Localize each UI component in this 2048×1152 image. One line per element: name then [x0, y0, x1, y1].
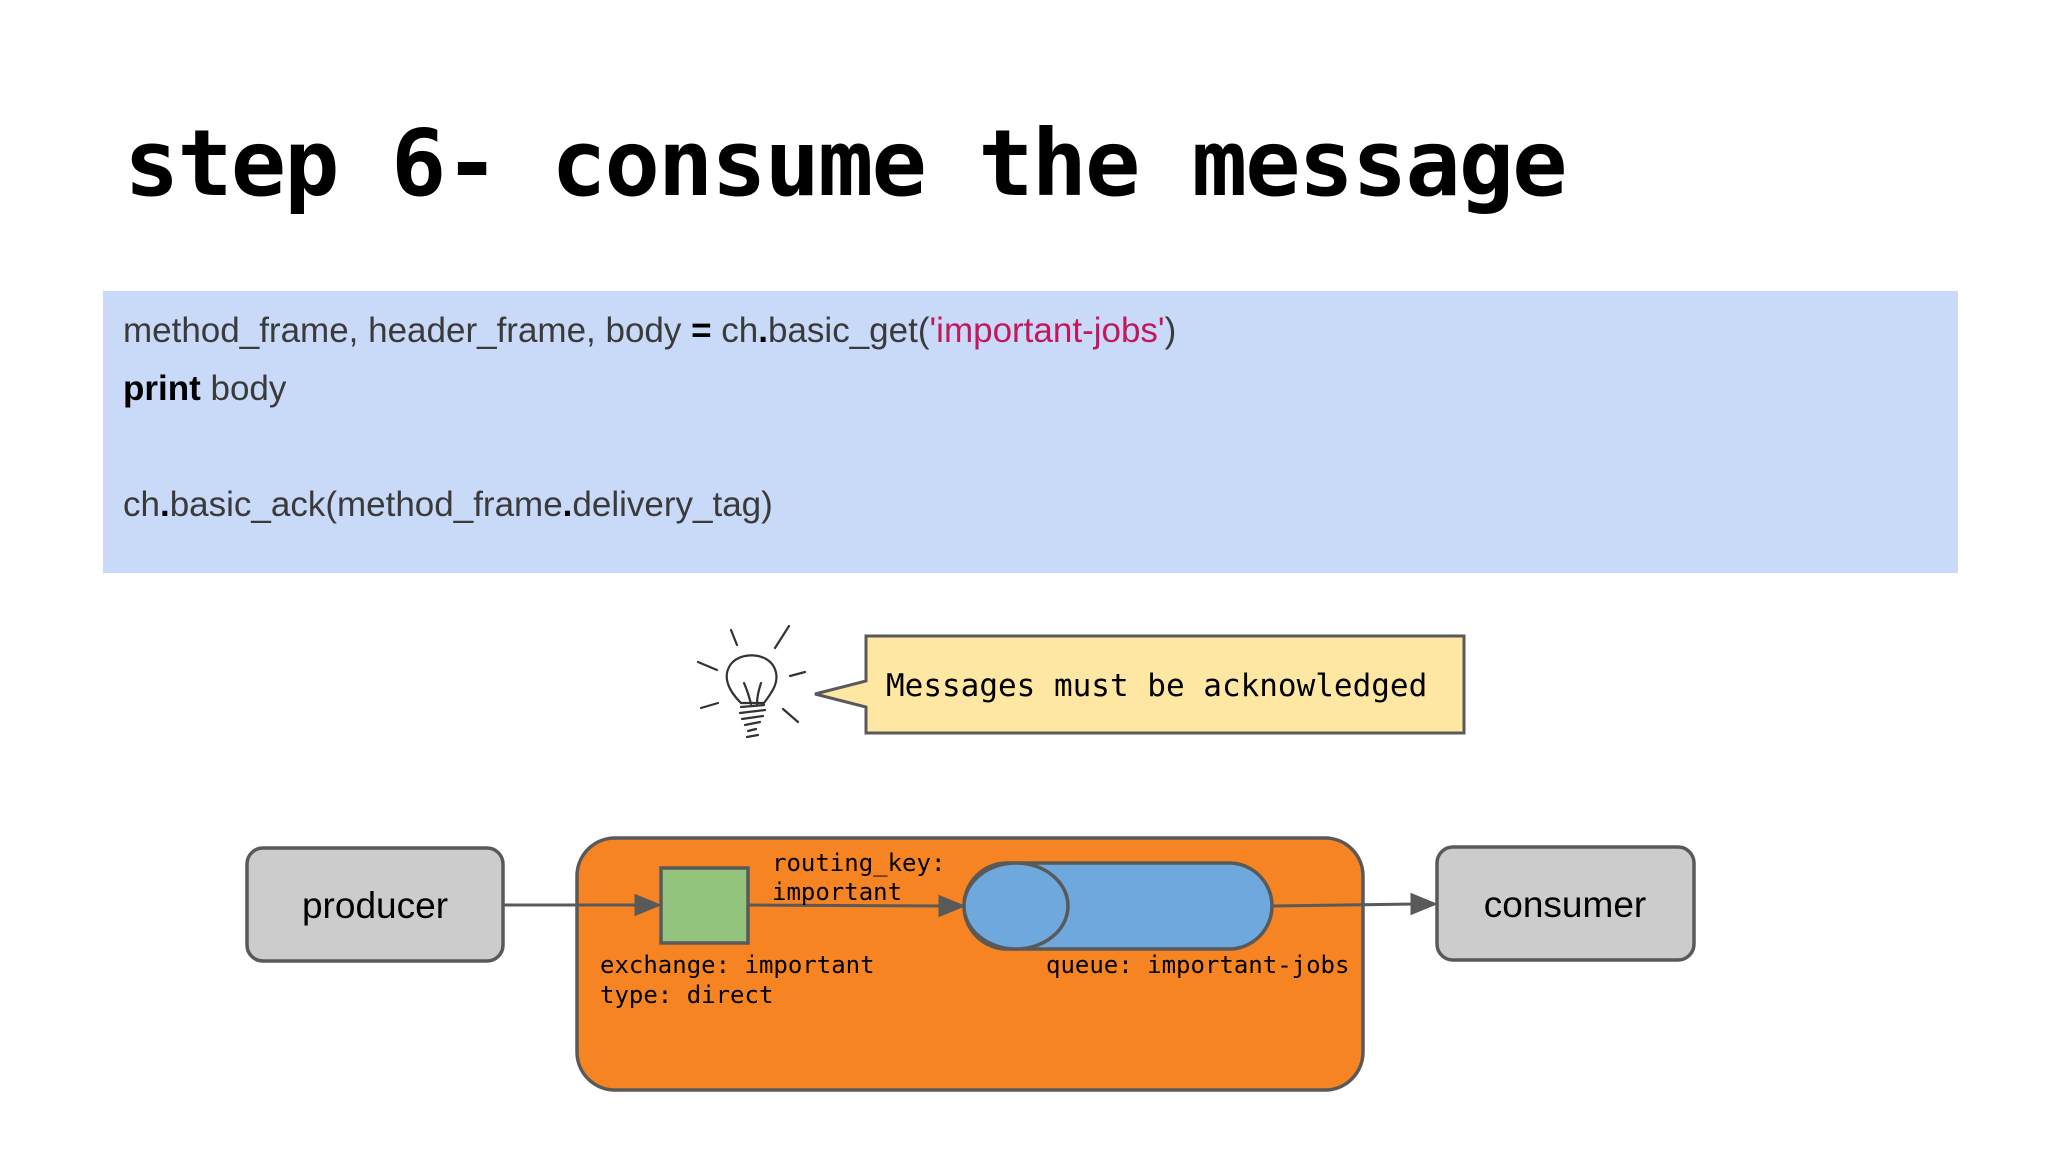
arrowhead — [1410, 892, 1438, 916]
callout-note: Messages must be acknowledged — [814, 634, 1466, 735]
routing-key-value: important — [772, 878, 902, 906]
lightbulb-icon — [696, 624, 807, 739]
code-text: basic_ack(method_frame — [169, 485, 563, 524]
code-block: method_frame, header_frame, body = ch.ba… — [103, 291, 1958, 573]
code-string: 'important-jobs' — [929, 311, 1165, 350]
exchange-label: exchange: important — [600, 951, 875, 979]
code-text: delivery_tag) — [572, 485, 773, 524]
arrow-exchange-to-queue — [747, 903, 945, 908]
flow-arrows — [503, 892, 1438, 918]
code-text: ch — [711, 311, 759, 350]
code-operator: . — [159, 485, 170, 524]
consumer-label: consumer — [1484, 884, 1646, 925]
callout-text: Messages must be acknowledged — [886, 668, 1427, 704]
arrow-queue-to-consumer — [1271, 902, 1417, 908]
queue-cylinder — [962, 861, 1274, 951]
routing-key-label: routing_key: — [772, 849, 945, 877]
exchange-type-label: type: direct — [600, 981, 773, 1009]
producer-node: producer — [245, 846, 505, 963]
arrowhead — [634, 893, 662, 917]
arrowhead — [938, 894, 966, 918]
code-text: basic_get( — [768, 311, 930, 350]
code-text: ch — [123, 485, 160, 524]
exchange-square — [659, 866, 750, 945]
slide-title: step 6- consume the message — [124, 110, 1567, 217]
callout-box — [814, 634, 1466, 735]
code-line-print: print body — [123, 367, 286, 411]
code-keyword: print — [123, 369, 201, 408]
code-text: ) — [1164, 311, 1177, 350]
code-text: body — [200, 369, 287, 408]
code-text: method_frame, header_frame, body — [123, 311, 692, 350]
code-operator: . — [562, 485, 573, 524]
consumer-node: consumer — [1435, 845, 1696, 962]
code-operator: . — [758, 311, 768, 350]
code-line-basic-ack: ch.basic_ack(method_frame.delivery_tag) — [123, 483, 773, 527]
code-operator: = — [691, 311, 712, 350]
producer-label: producer — [302, 885, 448, 926]
code-line-basic-get: method_frame, header_frame, body = ch.ba… — [123, 309, 1176, 353]
queue-label: queue: important-jobs — [1046, 951, 1349, 979]
